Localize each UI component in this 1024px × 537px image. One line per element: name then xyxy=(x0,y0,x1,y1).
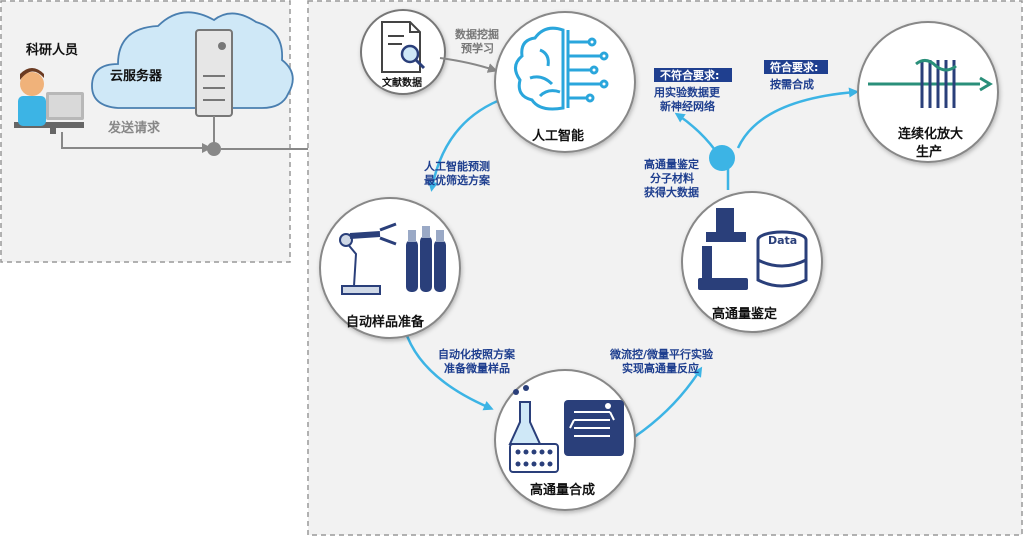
production-label-line2: 生产 xyxy=(916,144,942,160)
ai-predict-line2: 最优筛选方案 xyxy=(424,173,491,187)
literature-label: 文献数据 xyxy=(382,76,422,89)
left-panel: 科研人员 云服务器 发送请求 xyxy=(0,0,308,263)
not-meet-badge xyxy=(654,68,732,82)
microfluidic-line1: 微流控/微量平行实验 xyxy=(609,347,714,361)
request-arrow xyxy=(61,132,212,153)
synthesis-node: 高通量合成 xyxy=(494,369,636,511)
auto-sample-node: 自动样品准备 xyxy=(319,197,461,339)
meet-badge xyxy=(764,60,828,74)
mining-line2: 预学习 xyxy=(461,41,494,55)
meet-line1: 按需合成 xyxy=(770,77,814,91)
charact-line2: 分子材料 xyxy=(650,171,694,185)
not-meet-line1: 用实验数据更 xyxy=(654,85,721,99)
not-meet-line2: 新神经网络 xyxy=(660,99,715,113)
microplate-icon xyxy=(509,443,559,473)
ai-label: 人工智能 xyxy=(532,128,584,144)
literature-node: 文献数据 xyxy=(360,9,446,95)
charact-line3: 获得大数据 xyxy=(644,185,699,199)
arrow-prep-to-synth xyxy=(403,329,494,411)
researcher-label: 科研人员 xyxy=(26,42,78,58)
microfluidic-chip-icon xyxy=(564,400,624,456)
researcher-icon xyxy=(14,68,84,134)
mining-line1: 数据挖掘 xyxy=(455,27,499,41)
database-icon: Data xyxy=(756,230,808,288)
charact-line1: 高通量鉴定 xyxy=(644,157,699,171)
production-label-line1: 连续化放大 xyxy=(898,126,963,142)
meet-title: 符合要求: xyxy=(770,60,818,74)
synthesis-label: 高通量合成 xyxy=(530,482,595,498)
robot-arm-icon xyxy=(339,222,397,295)
flow-reactor-icon xyxy=(868,59,993,108)
microfluidic-line2: 实现高通量反应 xyxy=(622,361,699,375)
characterization-node: Data 高通量鉴定 xyxy=(681,191,823,333)
arrow-to-production xyxy=(736,87,859,149)
test-tubes-icon xyxy=(406,226,446,292)
cloud-icon xyxy=(91,11,294,109)
ai-predict-line1: 人工智能预测 xyxy=(424,159,490,173)
characterization-label: 高通量鉴定 xyxy=(712,306,777,322)
document-search-icon xyxy=(381,21,426,73)
not-meet-title: 不符合要求: xyxy=(660,68,719,82)
connection-dot xyxy=(207,142,221,156)
auto-prep-line1: 自动化按照方案 xyxy=(438,347,516,361)
cloud-server: 云服务器 xyxy=(91,11,294,117)
request-label: 发送请求 xyxy=(107,120,161,136)
microscope-icon xyxy=(698,208,748,290)
brain-icon xyxy=(514,26,609,111)
production-node: 连续化放大 生产 xyxy=(857,21,999,163)
cloud-label: 云服务器 xyxy=(110,68,163,84)
auto-prep-line2: 准备微量样品 xyxy=(444,361,510,375)
server-icon xyxy=(195,29,233,117)
mining-arrow xyxy=(439,57,498,73)
ai-node: 人工智能 xyxy=(494,11,636,153)
arrow-ai-to-prep xyxy=(428,96,506,192)
auto-sample-label: 自动样品准备 xyxy=(346,314,425,330)
data-text: Data xyxy=(768,234,797,247)
arrow-feedback-to-ai xyxy=(674,112,716,151)
decision-node xyxy=(709,145,735,171)
